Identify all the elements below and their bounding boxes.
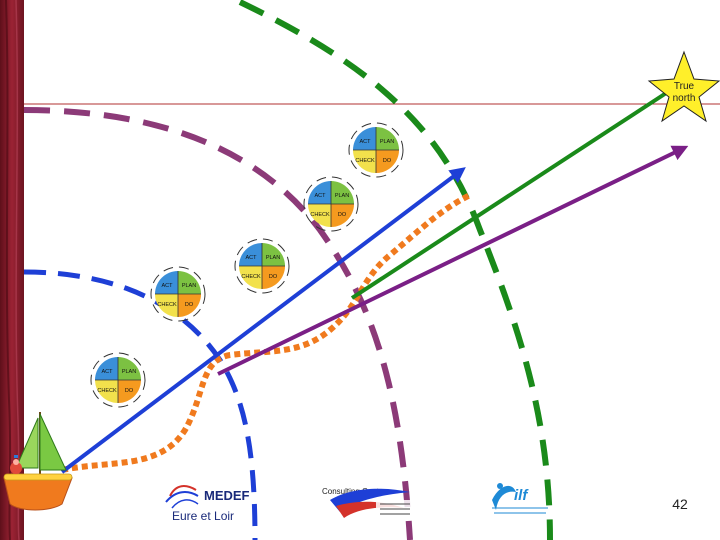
star-icon: [647, 50, 720, 123]
svg-text:PLAN: PLAN: [122, 369, 136, 375]
sailboat-icon: [3, 412, 73, 511]
svg-text:CHECK: CHECK: [355, 158, 375, 164]
orange-dotted-path: [61, 192, 472, 473]
svg-text:PLAN: PLAN: [266, 255, 280, 261]
svg-text:PLAN: PLAN: [182, 283, 196, 289]
page-number: 42: [672, 496, 688, 512]
dashed-arc-purple: [23, 107, 413, 540]
svg-text:CHECK: CHECK: [97, 388, 117, 394]
svg-text:ACT: ACT: [315, 193, 327, 199]
star-label-line1: True: [674, 81, 695, 92]
medef-region: Eure et Loir: [172, 509, 234, 523]
medef-logo: MEDEF Eure et Loir: [165, 485, 250, 523]
svg-text:ACT: ACT: [162, 283, 174, 289]
pdca-wheel: ACT PLAN CHECK DO: [150, 266, 206, 322]
purple-arrow: [217, 145, 689, 376]
svg-text:DO: DO: [125, 388, 134, 394]
pdca-wheel: ACT PLAN CHECK DO: [303, 176, 359, 232]
svg-text:CHECK: CHECK: [241, 274, 261, 280]
svg-text:PLAN: PLAN: [380, 139, 394, 145]
blue-arrow: [60, 167, 466, 474]
dashed-arc-green: [238, 0, 553, 540]
ilf-mark: ilf: [514, 487, 529, 504]
ilf-logo: ilf: [492, 483, 548, 514]
medef-brand: MEDEF: [204, 488, 250, 503]
star-label-line2: north: [673, 93, 696, 104]
svg-text:PLAN: PLAN: [335, 193, 349, 199]
svg-text:DO: DO: [269, 274, 278, 280]
svg-text:DO: DO: [338, 212, 347, 218]
svg-text:ACT: ACT: [102, 369, 114, 375]
svg-text:ACT: ACT: [360, 139, 372, 145]
svg-text:CHECK: CHECK: [157, 302, 177, 308]
pdca-wheel: ACT PLAN CHECK DO: [348, 122, 404, 178]
svg-text:CHECK: CHECK: [310, 212, 330, 218]
pdca-wheel: ACT PLAN CHECK DO: [234, 238, 290, 294]
true-north-star: True north: [647, 50, 720, 123]
consulting-centre-logo: Consulting Centre: [322, 487, 412, 518]
pdca-wheel: ACT PLAN CHECK DO: [90, 352, 146, 408]
left-frame: [0, 0, 24, 540]
green-line: [350, 82, 682, 300]
svg-text:DO: DO: [383, 158, 392, 164]
svg-text:DO: DO: [185, 302, 194, 308]
svg-text:ACT: ACT: [246, 255, 258, 261]
